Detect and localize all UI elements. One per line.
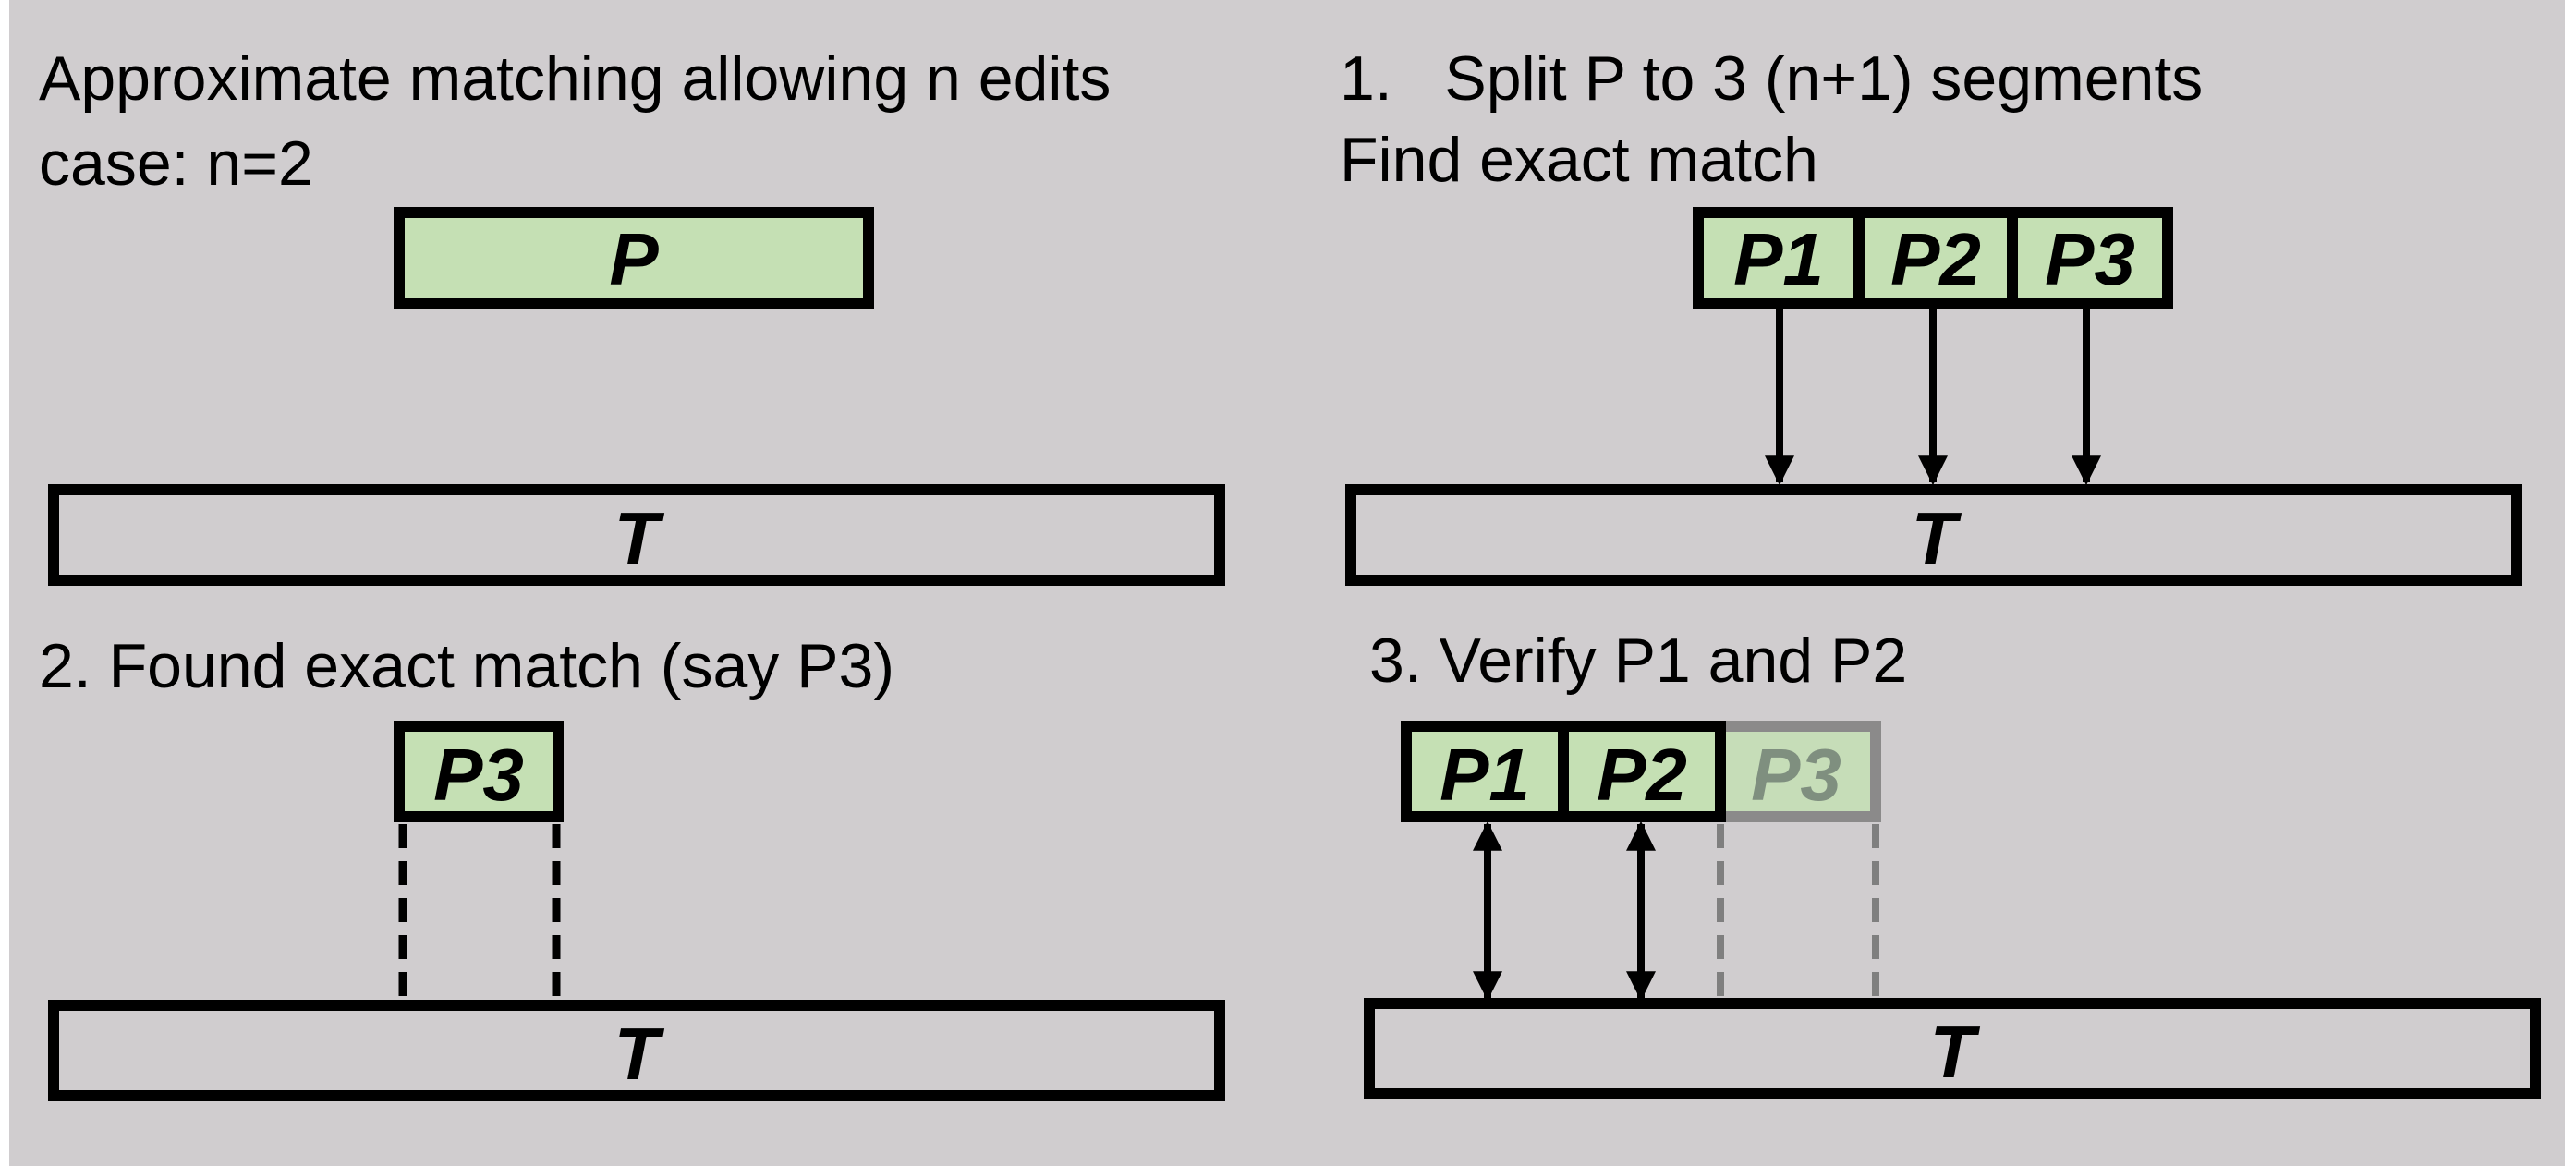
segment-p3-label: P3: [2045, 218, 2135, 300]
faded-segment-p3-label: P3: [1751, 734, 1841, 816]
text-box: [48, 1000, 1225, 1101]
panel-found-exact-match: 2. Found exact match (say P3) P3 T: [39, 631, 1225, 1101]
faded-segment-p3-box: [1711, 721, 1881, 822]
segment-p2-label: P2: [1597, 734, 1687, 816]
pattern-box: [394, 207, 874, 309]
panel1-caption-line1: Approximate matching allowing n edits: [39, 43, 1111, 114]
panel3-caption-line2: Find exact match: [1340, 125, 1818, 195]
segmented-pattern-box: [1693, 207, 2173, 309]
panel4-caption: 3. Verify P1 and P2: [1369, 626, 1907, 696]
segment-p3-label: P3: [433, 734, 524, 816]
panel3-caption-line1: 1. Split P to 3 (n+1) segments: [1340, 43, 2203, 114]
pattern-label: P: [609, 218, 659, 300]
text-label: T: [614, 1013, 665, 1095]
segment-p1-label: P1: [1733, 218, 1824, 300]
panel-approximate-matching: Approximate matching allowing n edits ca…: [39, 43, 1225, 586]
segment-p2-label: P2: [1890, 218, 1981, 300]
text-box: [1345, 484, 2522, 586]
text-label: T: [1930, 1011, 1981, 1093]
segment-p3-box: [394, 721, 564, 822]
panel2-caption: 2. Found exact match (say P3): [39, 631, 894, 701]
segment-p1-label: P1: [1440, 734, 1530, 816]
panel-verify-segments: 3. Verify P1 and P2 P3 P1 P2 T: [1364, 626, 2541, 1099]
text-box: [1364, 998, 2541, 1099]
text-label: T: [1912, 497, 1962, 579]
text-box: [48, 484, 1225, 586]
panel1-caption-line2: case: n=2: [39, 128, 313, 199]
text-label: T: [614, 497, 665, 579]
panel-split-segments: 1. Split P to 3 (n+1) segments Find exac…: [1340, 43, 2522, 586]
